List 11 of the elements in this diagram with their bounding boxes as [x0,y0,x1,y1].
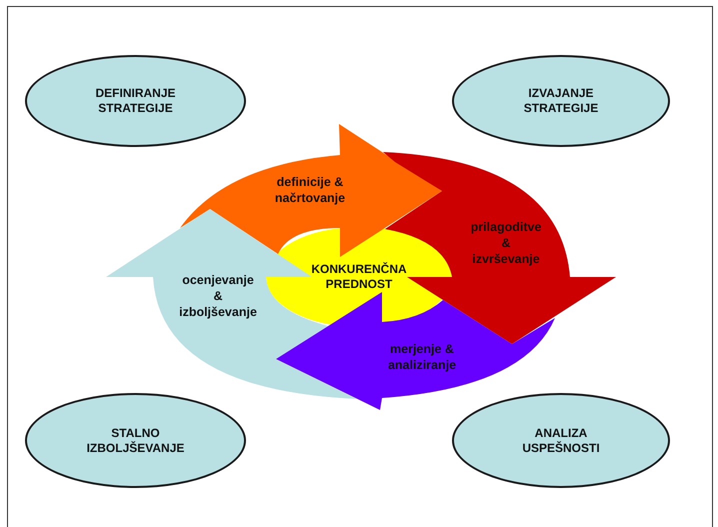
node-label: ANALIZA USPEŠNOSTI [521,426,601,456]
arrow-label: definicije & načrtovanje [274,174,346,206]
curved-arrow-shape [180,124,442,257]
node-label: DEFINIRANJE STRATEGIJE [94,86,176,116]
arrow-label: prilagoditve & izvrševanje [470,219,542,267]
node-label: IZVAJANJE STRATEGIJE [522,86,600,116]
node-label: STALNO IZBOLJŠEVANJE [86,426,186,456]
arrow-label: ocenjevanje & izboljševanje [179,272,257,320]
arrow-label: merjenje & analiziranje [388,341,456,373]
curved-arrow-shape [276,292,555,410]
node-label: KONKURENČNA PREDNOST [310,262,408,292]
